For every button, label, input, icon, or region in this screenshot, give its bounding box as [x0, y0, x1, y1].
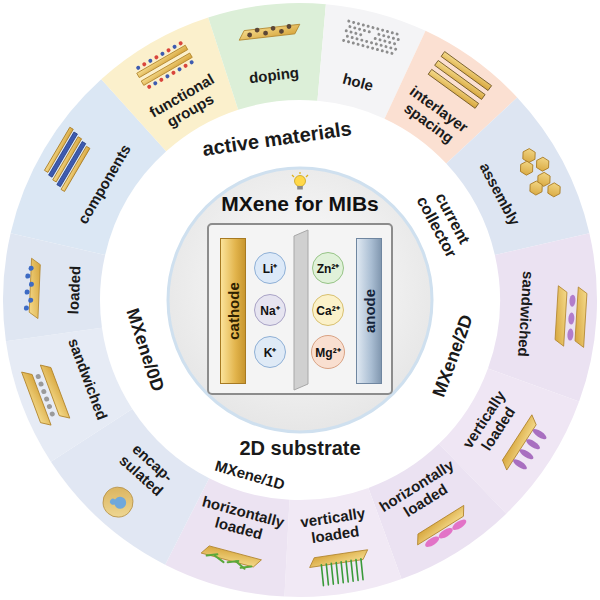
segment-label: hole	[327, 66, 389, 98]
segment-label: assembly	[468, 146, 530, 242]
ion-label: Na⁺	[260, 302, 279, 319]
ion-label: Li⁺	[263, 260, 278, 277]
segment-label: encap- sulated	[110, 433, 185, 505]
group-label: MXene/1D	[195, 451, 305, 498]
ion-circle: Ca²⁺	[312, 294, 344, 326]
segment-illustration	[97, 481, 139, 523]
group-label: current collector	[406, 174, 482, 272]
segment-illustration	[23, 258, 40, 319]
segment-illustration	[308, 550, 372, 588]
ring-segment	[6, 328, 132, 462]
center-disc	[168, 168, 432, 432]
ion-circle: Na⁺	[254, 294, 286, 326]
separator	[294, 230, 308, 390]
electrode-label: anode	[361, 289, 378, 333]
segment-label: doping	[234, 62, 315, 88]
ion-circle: Zn²⁺	[312, 252, 344, 284]
segment-label: horizontally loaded	[369, 452, 472, 534]
group-label: MXene/0D	[118, 295, 172, 406]
diagram-title: MXene for MIBs	[221, 192, 379, 216]
segment-label: horizontally loaded	[188, 491, 294, 550]
segment-illustration	[22, 362, 70, 428]
segment-illustration	[40, 127, 94, 191]
cathode-plate: cathode	[220, 238, 246, 384]
segment-illustration	[555, 286, 588, 348]
group-label: 2D substrate	[220, 437, 380, 460]
ring-segment	[208, 3, 326, 110]
ion-label: K⁺	[264, 344, 277, 361]
ring-segment	[3, 233, 105, 341]
segment-label: loaded	[64, 254, 84, 327]
segment-label: sandwiched	[514, 261, 538, 366]
segment-illustration	[200, 544, 261, 572]
ion-circle: Li⁺	[254, 252, 286, 284]
ion-label: Ca²⁺	[316, 302, 339, 319]
bulb-icon	[292, 172, 308, 190]
segment-label: components	[68, 132, 139, 236]
segment-label: interlayer spacing	[390, 77, 478, 154]
anode-plate: anode	[356, 238, 382, 384]
ion-label: Zn²⁺	[317, 260, 340, 277]
battery-frame	[208, 224, 392, 394]
ion-circle: K⁺	[254, 336, 286, 368]
segment-illustration	[512, 143, 565, 205]
segment-label: vertically loaded	[289, 502, 379, 549]
segment-label: vertically loaded	[453, 379, 529, 470]
electrode-label: cathode	[225, 282, 242, 340]
segment-label: sandwiched	[63, 329, 114, 429]
group-label: MXene/2D	[423, 296, 483, 416]
ion-label: Mg²⁺	[315, 344, 340, 361]
ion-circle: Mg²⁺	[311, 335, 345, 369]
segment-label: functional groups	[141, 67, 231, 139]
group-label: active materials	[177, 113, 378, 164]
segment-illustration	[342, 19, 402, 56]
segment-illustration	[238, 23, 301, 40]
outer-ring	[3, 3, 597, 597]
